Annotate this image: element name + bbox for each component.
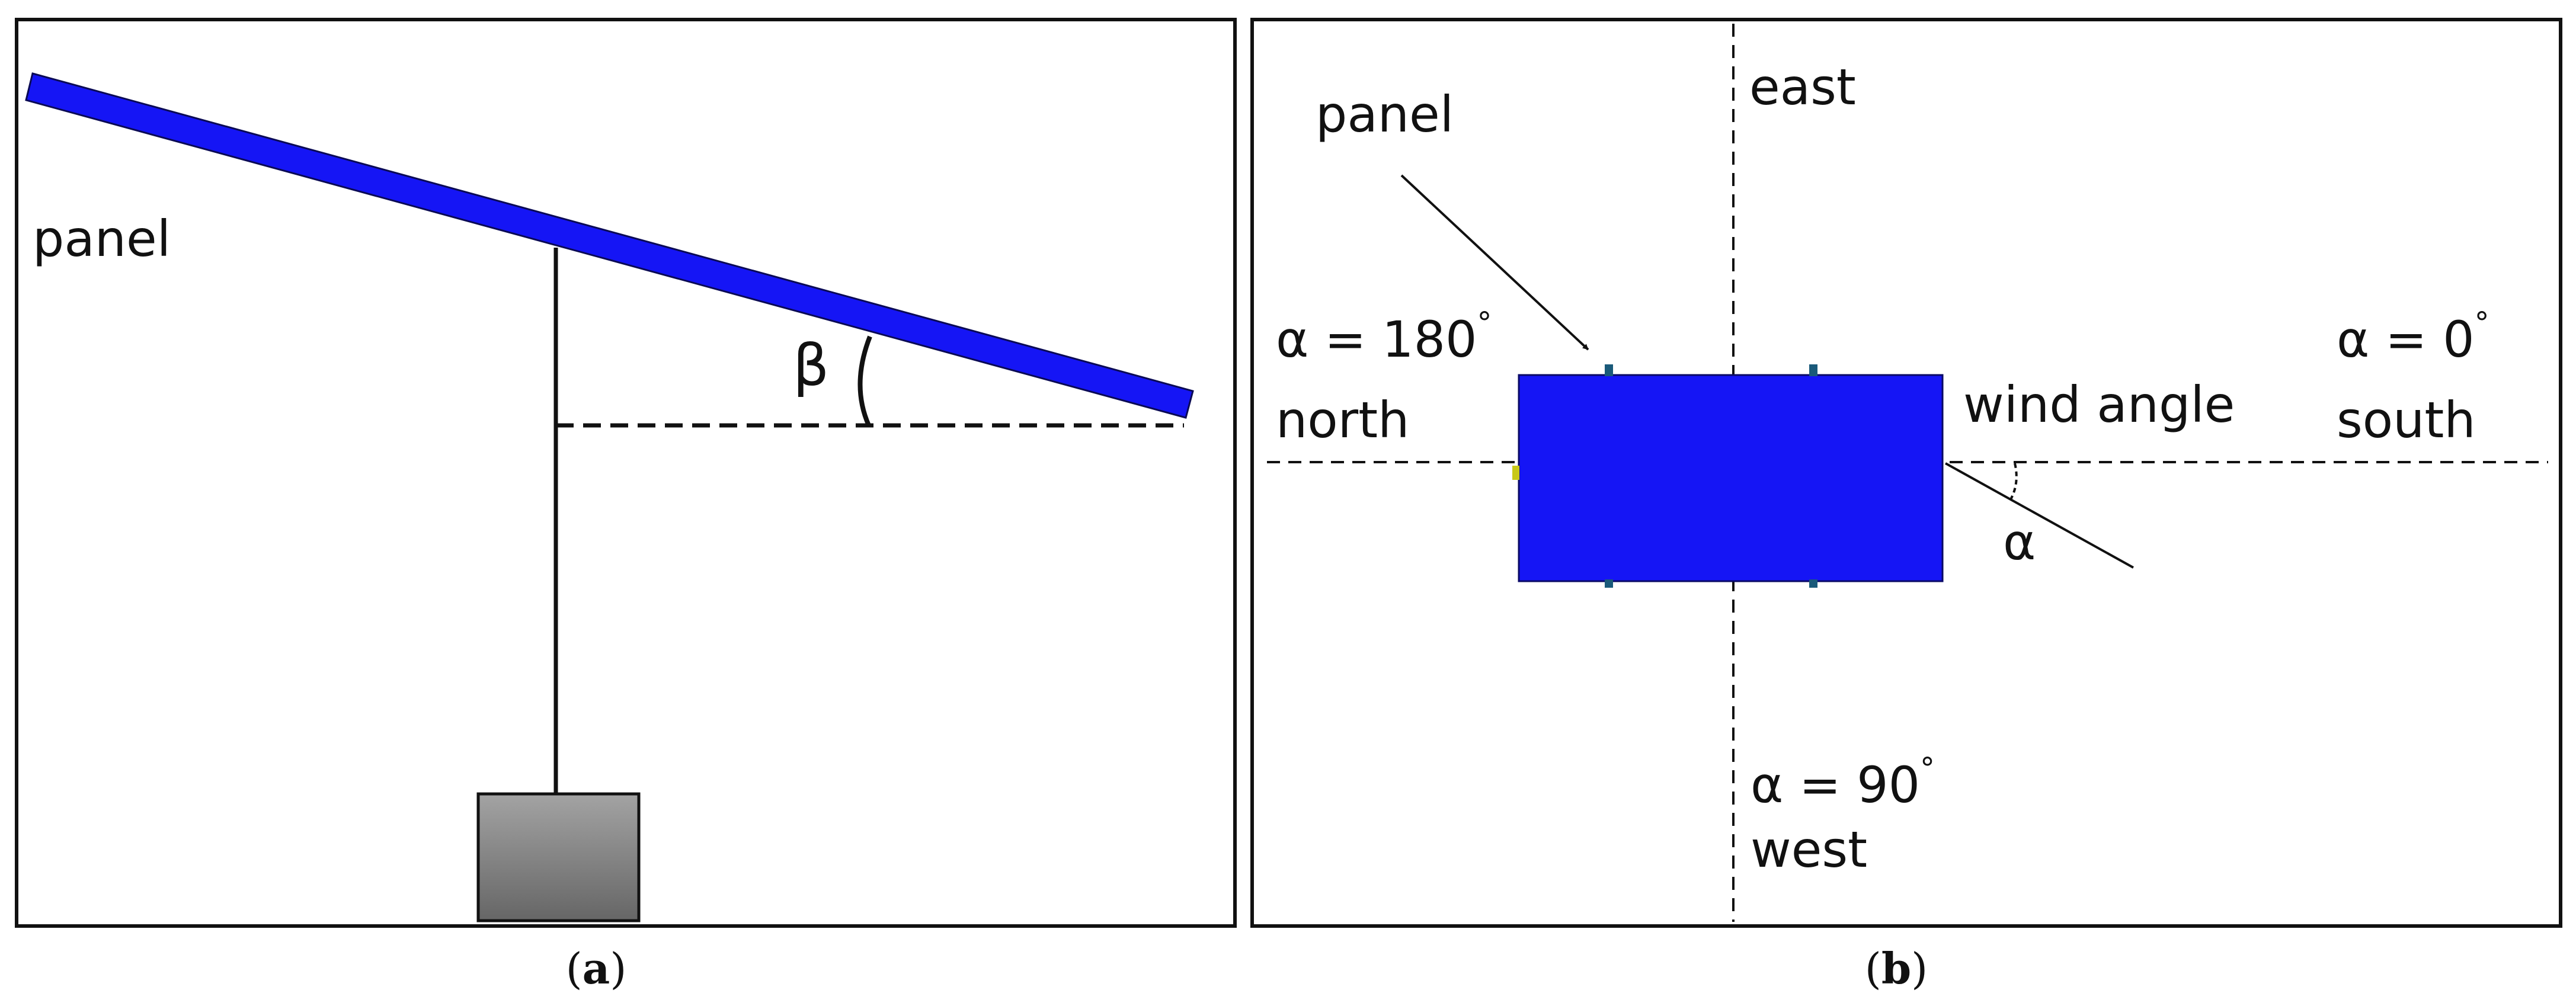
north-angle-label: α = 180° [1276, 306, 1492, 369]
north-label: north [1276, 391, 1409, 449]
west-angle-label: α = 90° [1751, 751, 1935, 814]
east-label: east [1749, 58, 1856, 116]
tilted-panel [25, 72, 1194, 419]
wind-direction-line [1945, 462, 2134, 569]
west-label: west [1751, 821, 1867, 879]
panel-label-b: panel [1316, 85, 1454, 143]
south-label: south [2337, 391, 2476, 449]
beta-angle-arc [857, 335, 872, 427]
alpha-angle-arc [2009, 463, 2018, 500]
frame-a [15, 18, 1237, 928]
mount-marker [1605, 364, 1613, 376]
frame-b [1250, 18, 2562, 928]
mount-marker [1809, 364, 1817, 376]
panel-top-view [1518, 374, 1944, 582]
base-block [476, 792, 641, 922]
mount-marker [1512, 466, 1519, 480]
caption-b: (b) [1865, 943, 1928, 994]
alpha-label: α [2003, 513, 2036, 571]
south-angle-label: α = 0° [2337, 306, 2489, 369]
panel-label-a: panel [33, 210, 171, 268]
panel-pointer-arrow [1400, 174, 1589, 351]
subfigure-a: panel β [15, 18, 1237, 928]
wind-angle-label: wind angle [1963, 376, 2235, 434]
caption-a: (a) [566, 943, 627, 994]
mount-marker [1605, 579, 1613, 588]
subfigure-b: panel east α = 180° north α = 0° south w… [1250, 18, 2562, 928]
mount-marker [1809, 579, 1817, 588]
beta-label: β [793, 332, 829, 399]
